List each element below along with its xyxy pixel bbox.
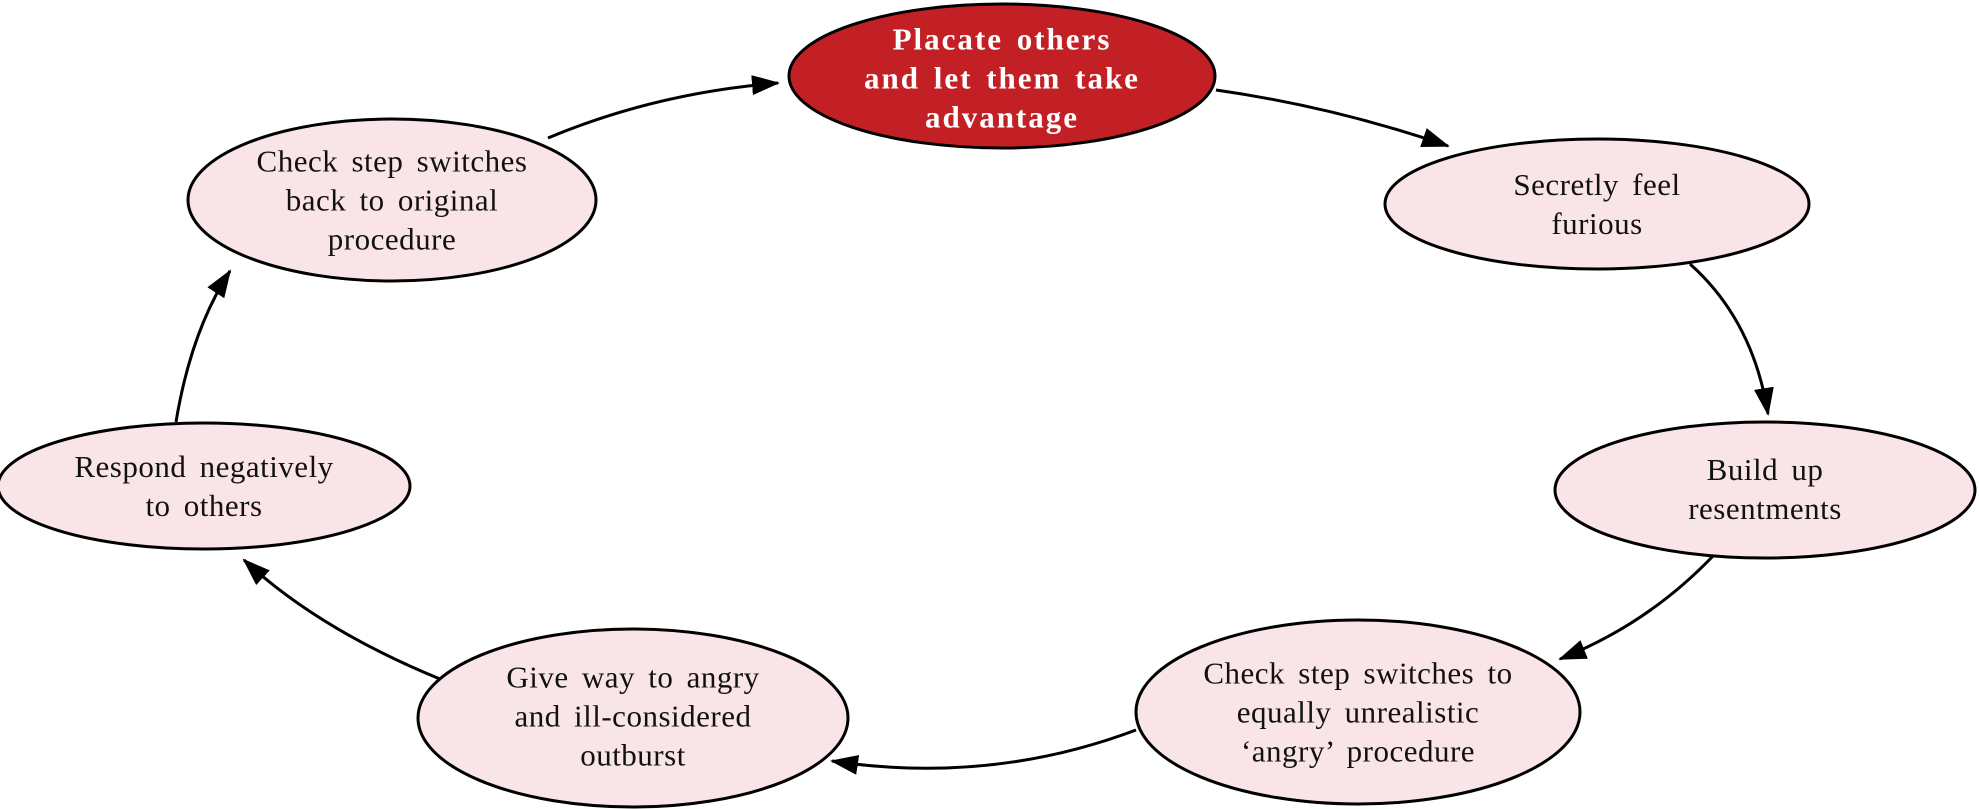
node-ellipse-outburst <box>416 627 850 809</box>
node-ellipse-respond <box>0 421 412 551</box>
node-ellipse-placate <box>787 2 1217 150</box>
arrow-respond-to-check-original <box>174 269 232 423</box>
arrow-check-angry-to-outburst <box>830 728 1137 775</box>
node-ellipse-check-original <box>186 117 598 283</box>
node-ellipse-furious <box>1383 137 1811 271</box>
arrow-outburst-to-respond <box>242 558 441 681</box>
arrow-furious-to-resentments <box>1689 262 1774 416</box>
arrow-resentments-to-check-angry <box>1558 554 1715 661</box>
arrow-check-original-to-placate <box>547 75 780 140</box>
node-ellipse-check-angry <box>1134 618 1582 806</box>
arrow-placate-to-furious <box>1215 88 1450 148</box>
node-ellipse-resentments <box>1553 420 1977 560</box>
